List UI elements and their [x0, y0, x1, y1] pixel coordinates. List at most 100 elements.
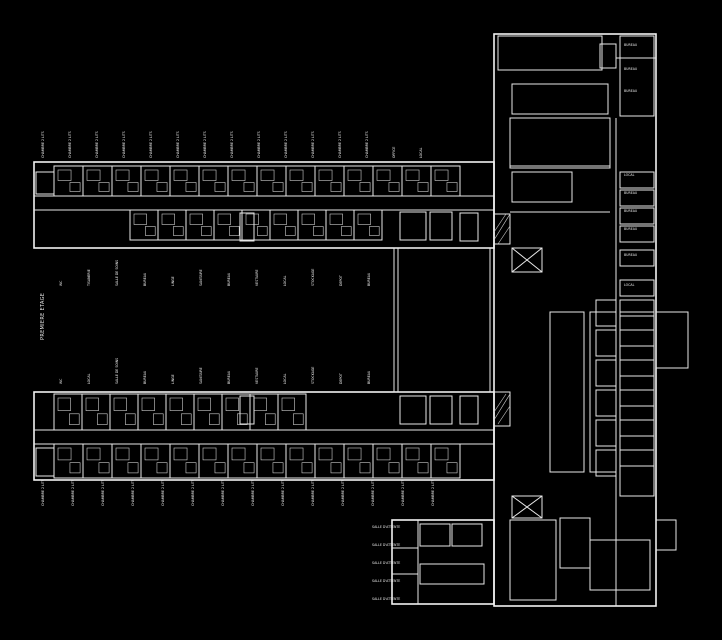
room-label: CHAMBRE 2 LITS — [122, 131, 126, 158]
labels-south-bottom: CHAMBRE 2 LITS CHAMBRE 2 LITS CHAMBRE 2 LI… — [41, 479, 435, 506]
bathroom-outline — [272, 462, 284, 474]
south-wing — [33, 391, 495, 481]
bed-outline — [141, 397, 155, 411]
bathroom-outline — [125, 413, 136, 425]
office-room — [595, 389, 617, 417]
room-label: LOCAL — [283, 373, 287, 384]
room-label: CHAMBRE 2 LITS — [338, 131, 342, 158]
bed-outline — [113, 397, 127, 411]
room-label: LINGE — [171, 374, 175, 384]
room-label: SALLE D'ATTENTE — [372, 525, 400, 529]
bathroom-outline — [293, 413, 304, 425]
bathroom-outline — [145, 226, 156, 236]
bed-outline — [173, 447, 188, 461]
room-label: SALLE D'ATTENTE — [372, 543, 400, 547]
room-label: CHAMBRE 2 LITS — [95, 131, 99, 158]
room-label: BUREAU — [367, 272, 371, 286]
room-label: TISANERIE — [87, 269, 91, 287]
room-label: SALLE D'ATTENTE — [372, 597, 400, 601]
bed-outline — [86, 447, 101, 461]
room-label: CHAMBRE 2 LITS — [341, 479, 345, 506]
bathroom-outline — [301, 462, 313, 474]
labels-east: BUREAUBUREAUBUREAULOCALBUREAUBUREAUBUREA… — [624, 43, 638, 287]
bathroom-outline — [181, 413, 192, 425]
room-label: BUREAU — [624, 253, 638, 257]
bed-outline — [202, 447, 217, 461]
bathroom-outline — [214, 182, 226, 192]
bathroom-outline — [243, 462, 255, 474]
bathroom-outline — [257, 226, 268, 236]
bathroom-outline — [359, 182, 371, 192]
office-room — [619, 279, 655, 297]
service-room — [353, 209, 383, 241]
labels-southwest: SALLE D'ATTENTE SALLE D'ATTENTE SALLE D'AT… — [372, 525, 400, 601]
room-label: CHAMBRE 2 LITS — [284, 131, 288, 158]
office-room — [619, 189, 655, 207]
bathroom-outline — [388, 462, 400, 474]
bed-outline — [197, 397, 211, 411]
bed-outline — [273, 213, 287, 225]
bathroom-outline — [388, 182, 400, 192]
bathroom-outline — [185, 462, 197, 474]
central-connector — [393, 211, 495, 425]
bed-outline — [144, 169, 159, 181]
bathroom-outline — [69, 182, 81, 192]
room-label: CHAMBRE 2 LITS — [371, 479, 375, 506]
room-label: CHAMBRE 2 LITS — [311, 131, 315, 158]
room-label: CHAMBRE 2 LITS — [161, 479, 165, 506]
room-label: OFFICE — [392, 147, 396, 158]
stair-hatch — [493, 213, 511, 425]
room-label: BUREAU — [624, 227, 638, 231]
room-label: CHAMBRE 2 LITS — [68, 131, 72, 158]
bed-outline — [85, 397, 99, 411]
floor-title: PREMIERE ETAGE — [40, 292, 46, 340]
bathroom-outline — [272, 182, 284, 192]
bed-outline — [357, 213, 371, 225]
patient-room — [430, 165, 461, 197]
room-label: BUREAU — [624, 89, 638, 93]
office-room — [595, 299, 617, 327]
bathroom-outline — [69, 413, 80, 425]
bed-outline — [115, 447, 130, 461]
bathroom-outline — [173, 226, 184, 236]
room-label: CHAMBRE 2 LITS — [41, 131, 45, 158]
bed-outline — [260, 447, 275, 461]
office-room — [595, 419, 617, 447]
office-room — [595, 449, 617, 477]
bed-outline — [231, 169, 246, 181]
room-label: STOCKAGE — [311, 269, 315, 286]
bed-outline — [253, 397, 267, 411]
bed-outline — [245, 213, 259, 225]
room-label: BUREAU — [624, 191, 638, 195]
bathroom-outline — [69, 462, 81, 474]
room-label: CHAMBRE 2 LITS — [191, 479, 195, 506]
bed-outline — [169, 397, 183, 411]
bed-outline — [434, 169, 449, 181]
bed-outline — [202, 169, 217, 181]
bed-outline — [231, 447, 246, 461]
bathroom-outline — [243, 182, 255, 192]
office-room — [595, 359, 617, 387]
bed-outline — [57, 169, 72, 181]
bathroom-outline — [209, 413, 220, 425]
bathroom-outline — [313, 226, 324, 236]
bed-outline — [86, 169, 101, 181]
bathroom-outline — [417, 182, 429, 192]
room-label: DEPOT — [339, 373, 343, 384]
room-label: CHAMBRE 2 LITS — [230, 131, 234, 158]
bed-outline — [347, 447, 362, 461]
room-label: CHAMBRE 2 LITS — [41, 479, 45, 506]
office-room — [619, 249, 655, 267]
room-label: CHAMBRE 2 LITS — [281, 479, 285, 506]
bathroom-outline — [301, 182, 313, 192]
room-label: LINGE — [171, 276, 175, 286]
room-label: CHAMBRE 2 LITS — [203, 131, 207, 158]
bed-outline — [405, 447, 420, 461]
patient-room — [430, 443, 461, 479]
bed-outline — [57, 447, 72, 461]
bathroom-outline — [265, 413, 276, 425]
office-room — [619, 299, 655, 317]
room-label: SALLE DE SOINS — [115, 260, 119, 286]
room-label: LOCAL — [283, 275, 287, 286]
